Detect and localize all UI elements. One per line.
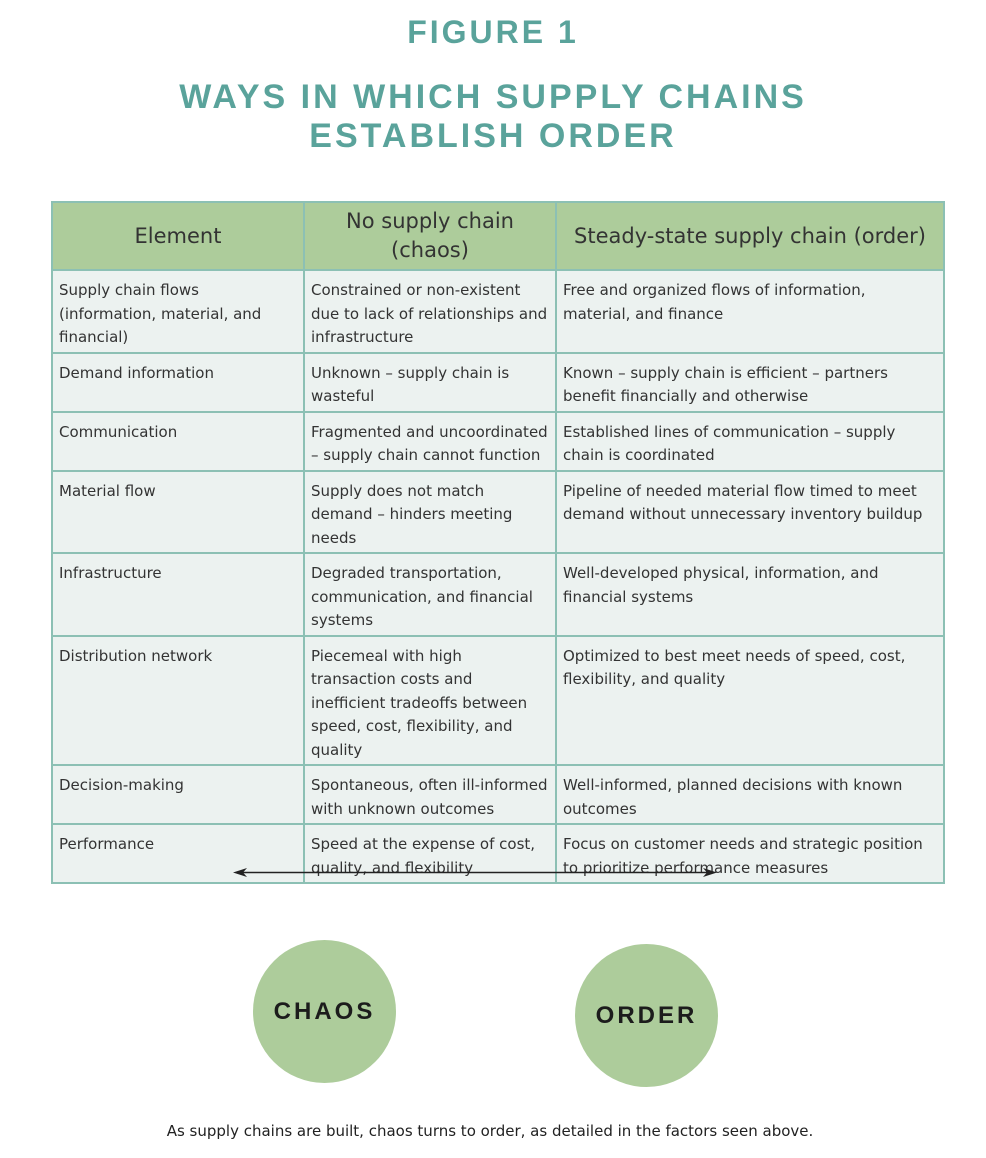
table-row: Supply chain flows (information, materia… bbox=[51, 269, 945, 354]
figure-title-line-2: ESTABLISH ORDER bbox=[309, 117, 677, 155]
arrow-head-left bbox=[233, 868, 247, 877]
figure-title-line-1: WAYS IN WHICH SUPPLY CHAINS bbox=[179, 78, 807, 116]
table-row: Material flow Supply does not match dema… bbox=[51, 469, 945, 554]
table-header-row: Element No supply chain (chaos) Steady-s… bbox=[51, 201, 945, 271]
figure-caption: As supply chains are built, chaos turns … bbox=[166, 1122, 814, 1140]
table-row: Communication Fragmented and uncoordinat… bbox=[51, 410, 945, 472]
cell-chaos: Supply does not match demand – hinders m… bbox=[303, 469, 557, 554]
cell-element: Performance bbox=[51, 823, 305, 884]
cell-order: Well-informed, planned decisions with kn… bbox=[555, 764, 945, 825]
comparison-table: Element No supply chain (chaos) Steady-s… bbox=[51, 201, 945, 884]
figure-title: WAYS IN WHICH SUPPLY CHAINS ESTABLISH OR… bbox=[0, 78, 986, 156]
cell-element: Material flow bbox=[51, 469, 305, 554]
order-label: ORDER bbox=[595, 1001, 698, 1029]
cell-element: Distribution network bbox=[51, 634, 305, 766]
cell-element: Infrastructure bbox=[51, 552, 305, 637]
header-chaos: No supply chain (chaos) bbox=[303, 201, 557, 271]
cell-order: Known – supply chain is efficient – part… bbox=[555, 351, 945, 413]
cell-order: Optimized to best meet needs of speed, c… bbox=[555, 634, 945, 766]
cell-order: Established lines of communication – sup… bbox=[555, 410, 945, 472]
chaos-label: CHAOS bbox=[273, 997, 376, 1025]
cell-chaos: Fragmented and uncoordinated – supply ch… bbox=[303, 410, 557, 472]
table-row: Demand information Unknown – supply chai… bbox=[51, 351, 945, 413]
cell-element: Demand information bbox=[51, 351, 305, 413]
cell-order: Pipeline of needed material flow timed t… bbox=[555, 469, 945, 554]
cell-chaos: Degraded transportation, communication, … bbox=[303, 552, 557, 637]
chaos-node: CHAOS bbox=[253, 940, 396, 1083]
order-node: ORDER bbox=[575, 944, 718, 1087]
cell-element: Communication bbox=[51, 410, 305, 472]
cell-chaos: Spontaneous, often ill-informed with unk… bbox=[303, 764, 557, 825]
table-row: Performance Speed at the expense of cost… bbox=[51, 823, 945, 884]
cell-element: Supply chain flows (information, materia… bbox=[51, 269, 305, 354]
figure-label: FIGURE 1 bbox=[407, 14, 579, 50]
cell-chaos: Piecemeal with high transaction costs an… bbox=[303, 634, 557, 766]
cell-order: Well-developed physical, information, an… bbox=[555, 552, 945, 637]
cell-chaos: Unknown – supply chain is wasteful bbox=[303, 351, 557, 413]
header-order: Steady-state supply chain (order) bbox=[555, 201, 945, 271]
cell-order: Free and organized flows of information,… bbox=[555, 269, 945, 354]
cell-chaos: Constrained or non-existent due to lack … bbox=[303, 269, 557, 354]
double-headed-arrow-icon bbox=[233, 868, 717, 877]
table-row: Decision-making Spontaneous, often ill-i… bbox=[51, 764, 945, 825]
header-element: Element bbox=[51, 201, 305, 271]
table-row: Infrastructure Degraded transportation, … bbox=[51, 552, 945, 637]
arrow-head-right bbox=[703, 868, 717, 877]
cell-order: Focus on customer needs and strategic po… bbox=[555, 823, 945, 884]
cell-element: Decision-making bbox=[51, 764, 305, 825]
table-row: Distribution network Piecemeal with high… bbox=[51, 634, 945, 766]
